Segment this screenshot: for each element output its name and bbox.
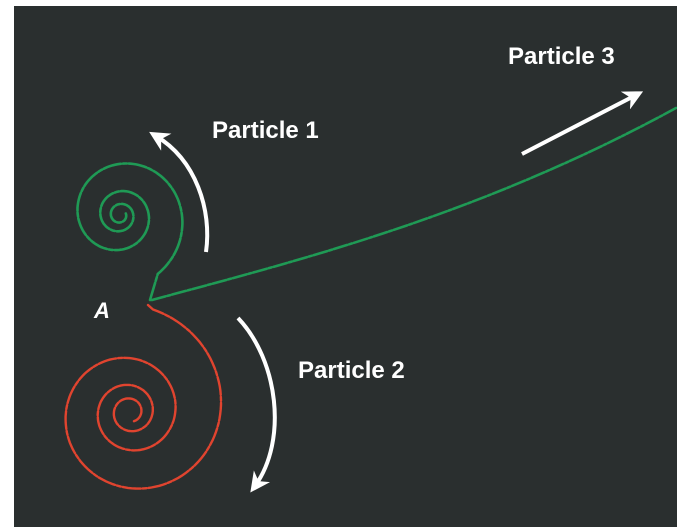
particle-2-arrow-icon: [236, 316, 277, 493]
particle-2-track: [64, 303, 223, 490]
particle-1-label: Particle 1: [212, 117, 319, 144]
point-a-label: A: [93, 298, 110, 323]
particle-3-label: Particle 3: [508, 43, 615, 70]
particle-1-arrow-icon: [149, 131, 210, 253]
particle-2-label: Particle 2: [298, 357, 405, 384]
particle-1-track: [76, 162, 184, 302]
figure-background: [14, 6, 677, 527]
particle-3-arrow-icon: [521, 91, 644, 156]
particle-3-track: [150, 106, 677, 302]
